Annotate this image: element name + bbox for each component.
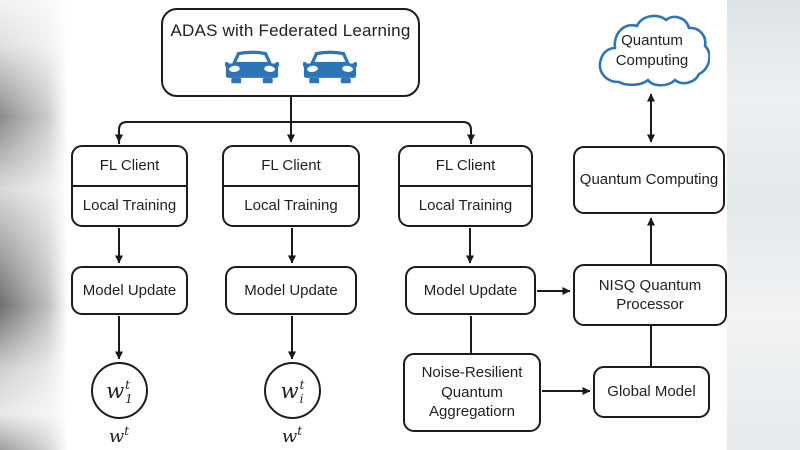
model-update-label: Model Update (244, 281, 338, 299)
fl-client-node-2: FL Client Local Training (222, 145, 360, 227)
local-training-label: Local Training (418, 197, 513, 215)
fl-client-title: FL Client (261, 157, 321, 175)
noise-resilient-aggregation-node: Noise-Resilient Quantum Aggregatiorn (403, 353, 541, 432)
fl-client-title: FL Client (99, 157, 160, 175)
noise-label-line1: Noise-Resilient (421, 364, 523, 382)
quantum-computing-node: Quantum Computing (573, 146, 725, 214)
global-weight-label-2: wt (281, 424, 303, 447)
fl-client-node-3: FL Client Local Training (398, 145, 533, 227)
global-weight-label-1: wt (108, 424, 130, 447)
model-update-node-2: Model Update (225, 266, 357, 315)
fl-client-title: FL Client (435, 157, 496, 175)
weight-symbol: w (280, 378, 299, 403)
model-update-label: Model Update (82, 281, 177, 299)
global-model-label: Global Model (607, 383, 696, 401)
weight-symbol: w (106, 378, 125, 403)
quantum-computing-label: Quantum Computing (579, 171, 719, 189)
background-blur-left (0, 0, 68, 450)
local-training-label: Local Training (244, 197, 338, 215)
noise-label-line3: Aggregatiorn (429, 403, 515, 421)
nisq-label-line1: NISQ Quantum (598, 276, 702, 294)
noise-label-line2: Quantum (441, 383, 503, 401)
local-training-label: Local Training (82, 197, 177, 215)
model-update-node-1: Model Update (71, 266, 188, 315)
cloud-label: Quantum Computing (615, 32, 689, 70)
global-model-node: Global Model (593, 366, 710, 418)
model-update-label: Model Update (423, 281, 518, 299)
adas-title: ADAS with Federated Learning (170, 21, 411, 40)
adas-node: ADAS with Federated Learning (161, 8, 420, 97)
car-icon (224, 50, 279, 84)
cars-row (224, 49, 357, 87)
cloud-icon (598, 14, 710, 87)
model-update-node-3: Model Update (405, 266, 536, 315)
background-blur-right (727, 0, 800, 450)
nisq-label-line2: Processor (616, 296, 684, 313)
fl-client-node-1: FL Client Local Training (71, 145, 188, 227)
quantum-computing-cloud-node: Quantum Computing (594, 9, 710, 93)
nisq-processor-node: NISQ Quantum Processor (573, 264, 727, 326)
car-icon (302, 50, 357, 84)
